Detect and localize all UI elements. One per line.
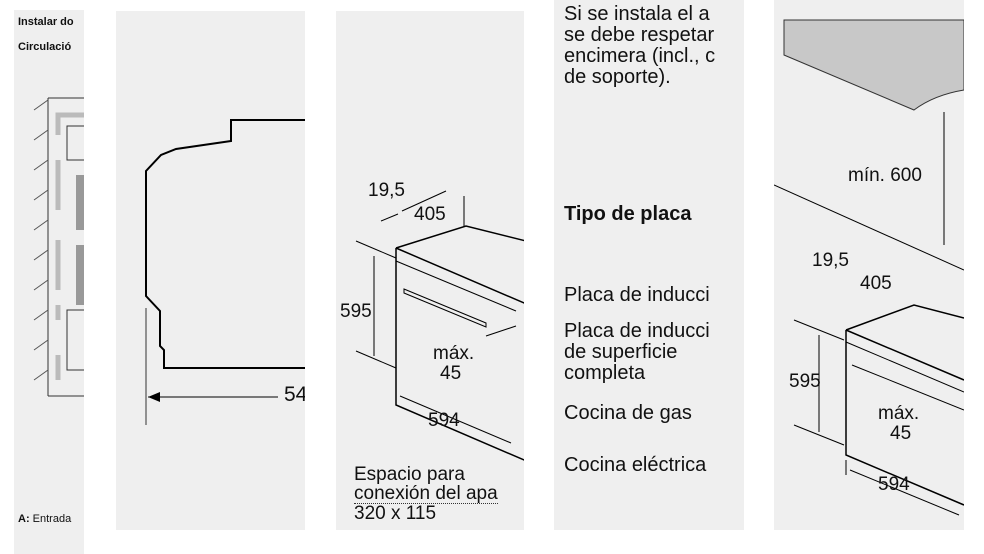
depth-dimension: 19,5 (812, 250, 849, 271)
width-dimension: 594 (428, 410, 460, 431)
profile-panel: 54 (116, 11, 305, 530)
caption-line: conexión del apa (354, 483, 498, 504)
installation-diagram (774, 19, 964, 516)
depth-dimension-405: 405 (860, 273, 892, 294)
oven-dimensions-panel: 19,5 405 595 máx. 45 594 Espacio para co… (336, 11, 524, 530)
oven-diagram (355, 190, 524, 461)
section-heading: Instalar do (18, 16, 74, 28)
max-label: máx. (433, 343, 475, 364)
caption: Espacio para conexión del apa 320 x 115 (354, 465, 498, 523)
profile-diagram (145, 119, 305, 425)
max-value: 45 (890, 423, 912, 444)
hob-type-item: Placa de inducci (564, 284, 710, 306)
airflow-panel: Instalar do Circulació A: Entrada (14, 10, 84, 554)
intro-line: de soporte). (564, 66, 671, 88)
depth-dimension-405: 405 (414, 204, 446, 225)
hob-type-item: Placa de inducci de superficie completa (564, 321, 710, 384)
legend-entry: A: Entrada (18, 513, 71, 525)
height-dimension: 595 (789, 371, 821, 392)
legend-text: Entrada (32, 513, 72, 525)
max-label: máx. (878, 403, 920, 424)
intro-line: se debe respetar (564, 24, 715, 46)
hob-type-heading: Tipo de placa (564, 203, 692, 225)
installation-panel: mín. 600 19,5 405 595 máx. 45 594 (774, 0, 964, 530)
width-dimension: 594 (878, 474, 910, 495)
legend-key: A: (18, 513, 30, 525)
max-value: 45 (440, 363, 462, 384)
intro-text: Si se instala el a se debe respetar enci… (564, 4, 715, 88)
height-dimension: 595 (340, 301, 372, 322)
intro-line: encimera (incl., c (564, 45, 716, 67)
min-clearance: mín. 600 (848, 165, 922, 186)
item-line: completa (564, 362, 646, 384)
hob-type-item: Cocina eléctrica (564, 454, 707, 476)
hob-type-panel: Si se instala el a se debe respetar enci… (554, 0, 744, 530)
airflow-diagram (33, 97, 84, 397)
depth-dimension: 19,5 (368, 180, 405, 201)
item-line: Placa de inducci (564, 320, 710, 342)
width-dimension: 54 (284, 383, 305, 406)
caption-line: Espacio para (354, 464, 465, 485)
hob-type-item: Cocina de gas (564, 402, 692, 424)
subsection-heading: Circulació (18, 41, 72, 53)
caption-line: 320 x 115 (354, 503, 437, 524)
intro-line: Si se instala el a (564, 3, 710, 25)
item-line: de superficie (564, 341, 678, 363)
